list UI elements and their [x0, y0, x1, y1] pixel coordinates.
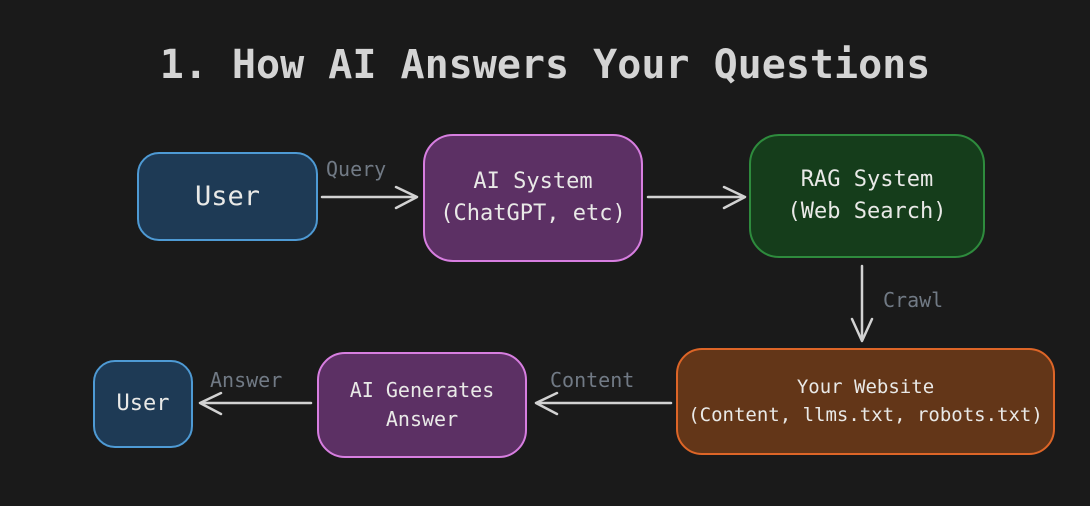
node-rag-system-label-line2: (Web Search): [787, 199, 947, 224]
edge-label-query: Query: [326, 157, 387, 181]
node-your-website-label-line1: Your Website: [796, 375, 935, 398]
node-user-destination-label: User: [116, 391, 170, 417]
node-ai-generates-label-line1: AI Generates: [349, 378, 495, 402]
node-rag-system-label-line1: RAG System: [800, 167, 934, 193]
diagram-title: 1. How AI Answers Your Questions: [159, 42, 931, 88]
query-arrow: [320, 185, 419, 210]
edge-label-crawl: Crawl: [883, 288, 944, 312]
node-ai-system-label-line1: AI System: [473, 169, 593, 195]
node-your-website-label-line2: (Content, llms.txt, robots.txt): [688, 403, 1043, 426]
node-user-source-label: User: [194, 180, 261, 212]
content-arrow: [534, 391, 673, 416]
node-ai-system-label-line2: (ChatGPT, etc): [440, 201, 626, 226]
crawl-arrow: [850, 264, 874, 343]
edge-label-content: Content: [550, 368, 635, 392]
node-ai-generates-answer: AI Generates Answer: [317, 352, 527, 458]
node-ai-generates-label-line2: Answer: [385, 407, 459, 431]
node-ai-system: AI System (ChatGPT, etc): [423, 134, 643, 262]
answer-arrow: [198, 391, 313, 416]
node-user-source: User: [137, 152, 318, 241]
node-rag-system: RAG System (Web Search): [749, 134, 985, 258]
node-your-website: Your Website (Content, llms.txt, robots.…: [676, 348, 1055, 455]
edge-label-answer: Answer: [210, 368, 283, 392]
rag-arrow: [646, 185, 747, 210]
node-user-destination: User: [93, 360, 193, 448]
